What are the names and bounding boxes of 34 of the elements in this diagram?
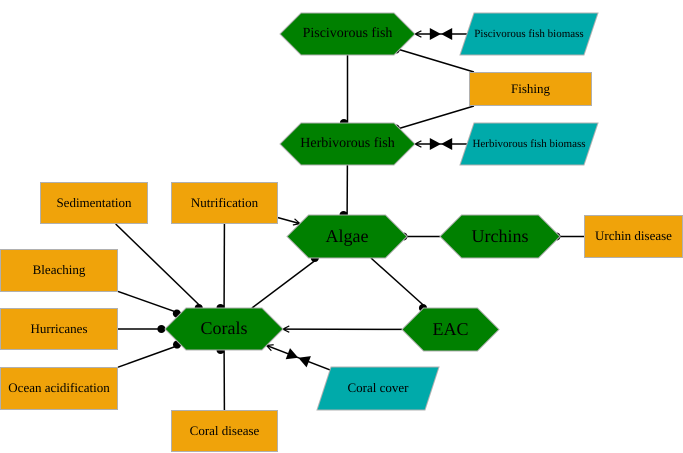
node-label: Algae: [326, 226, 368, 246]
node-label: Piscivorous fish biomass: [474, 28, 584, 40]
parallelogram-node: [460, 13, 598, 55]
node-label: Herbivorous fish: [300, 136, 395, 152]
node-label: Herbivorous fish biomass: [472, 138, 586, 150]
factor-box: [0, 308, 118, 350]
factor-box: [171, 410, 278, 452]
factor-box: [0, 249, 118, 292]
parallelogram-node: [317, 367, 439, 410]
node-label: Ocean acidification: [8, 381, 110, 396]
hexagon-node: [165, 308, 283, 350]
factor-box: [171, 182, 278, 224]
node-label: EAC: [432, 320, 468, 340]
node-label: Piscivorous fish: [302, 26, 392, 42]
node-label: Fishing: [510, 82, 550, 96]
node-label: Urchin disease: [595, 229, 672, 244]
hexagon-node: [440, 215, 560, 258]
node-label: Bleaching: [32, 263, 86, 278]
node-label: Hurricanes: [30, 322, 88, 336]
node-label: Corals: [200, 319, 248, 339]
node-label: Urchins: [472, 226, 528, 246]
node-label: Sedimentation: [56, 196, 132, 210]
node-label: Coral cover: [347, 381, 408, 396]
parallelogram-node: [460, 123, 598, 165]
factor-box: [40, 182, 148, 224]
factor-box: [469, 72, 592, 106]
node-label: Coral disease: [190, 424, 260, 438]
hexagon-node: [402, 308, 499, 351]
node-label: Nutrification: [190, 196, 258, 210]
hexagon-node: [280, 13, 415, 55]
factor-box: [0, 367, 118, 410]
factor-box: [584, 215, 683, 258]
hexagon-node: [287, 215, 407, 258]
hexagon-node: [280, 123, 415, 165]
